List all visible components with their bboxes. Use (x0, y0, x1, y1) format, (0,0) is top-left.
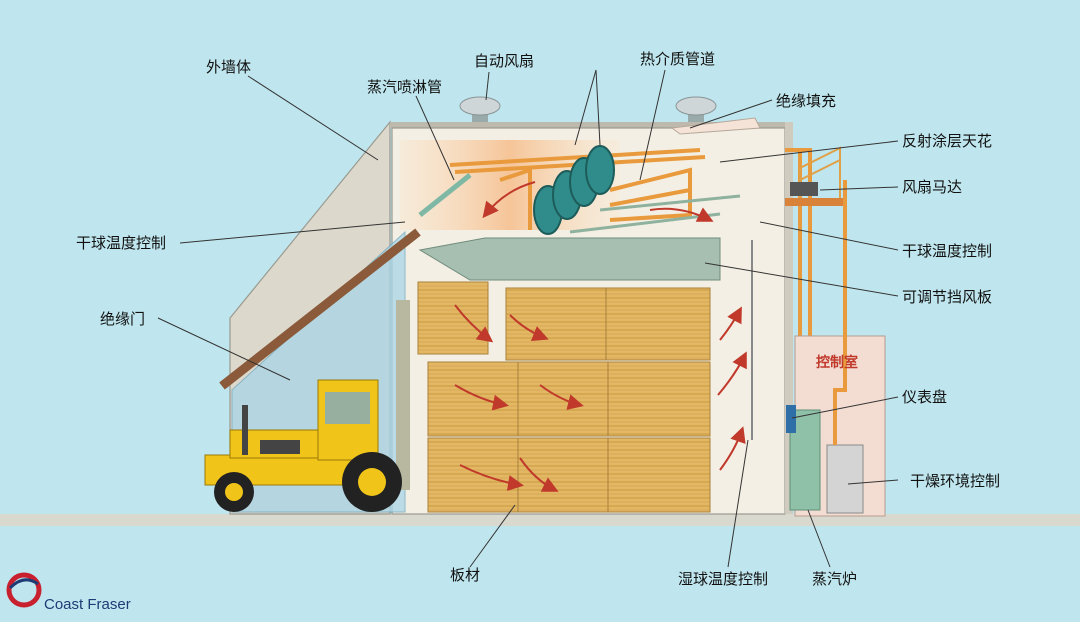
label-fan-motor: 风扇马达 (902, 178, 963, 196)
label-auto-fan: 自动风扇 (474, 52, 535, 70)
control-pipe (833, 180, 847, 445)
insulation-slab (670, 117, 761, 135)
adjustable-baffle (418, 237, 721, 281)
label-outer-wall: 外墙体 (206, 58, 252, 76)
label-steam-boiler: 蒸汽炉 (812, 570, 858, 588)
label-dry-env-control: 干燥环境控制 (910, 472, 1001, 490)
label-insulated-door: 绝缘门 (100, 310, 146, 328)
instrument-panel (786, 405, 796, 433)
label-dry-bulb-control-left: 干球温度控制 (76, 234, 167, 252)
right-wall (785, 122, 793, 514)
lumber-stacks (417, 281, 711, 513)
label-control-room: 控制室 (816, 355, 858, 371)
roof-fan-right (675, 96, 717, 122)
label-lumber: 板材 (450, 566, 481, 584)
label-instrument-panel: 仪表盘 (902, 388, 948, 406)
coast-fraser-logo (6, 572, 42, 608)
logo-text: Coast Fraser (44, 596, 131, 613)
steam-pipe (418, 173, 472, 217)
label-wet-bulb-control: 湿球温度控制 (678, 570, 769, 588)
forklift (204, 300, 410, 512)
label-steam-spray-pipe: 蒸汽喷淋管 (367, 78, 443, 96)
roof-fan-left (459, 96, 501, 122)
leader-lines (157, 69, 899, 568)
label-reflective-ceiling: 反射涂层天花 (902, 132, 993, 150)
motor-platform (785, 198, 845, 206)
dry-env-cabinet (826, 444, 864, 514)
label-insulation-fill: 绝缘填充 (776, 92, 837, 110)
label-heat-medium-pipe: 热介质管道 (640, 50, 716, 68)
heat-pipes (449, 148, 812, 400)
door-rail (219, 228, 421, 390)
ground (0, 514, 1080, 526)
circulation-fans (533, 145, 615, 235)
damper-rods (569, 194, 741, 234)
label-dry-bulb-control-right: 干球温度控制 (902, 242, 993, 260)
label-adjustable-baffle: 可调节挡风板 (902, 288, 993, 306)
fan-motor (790, 182, 818, 196)
airflow-arrows (454, 181, 747, 492)
